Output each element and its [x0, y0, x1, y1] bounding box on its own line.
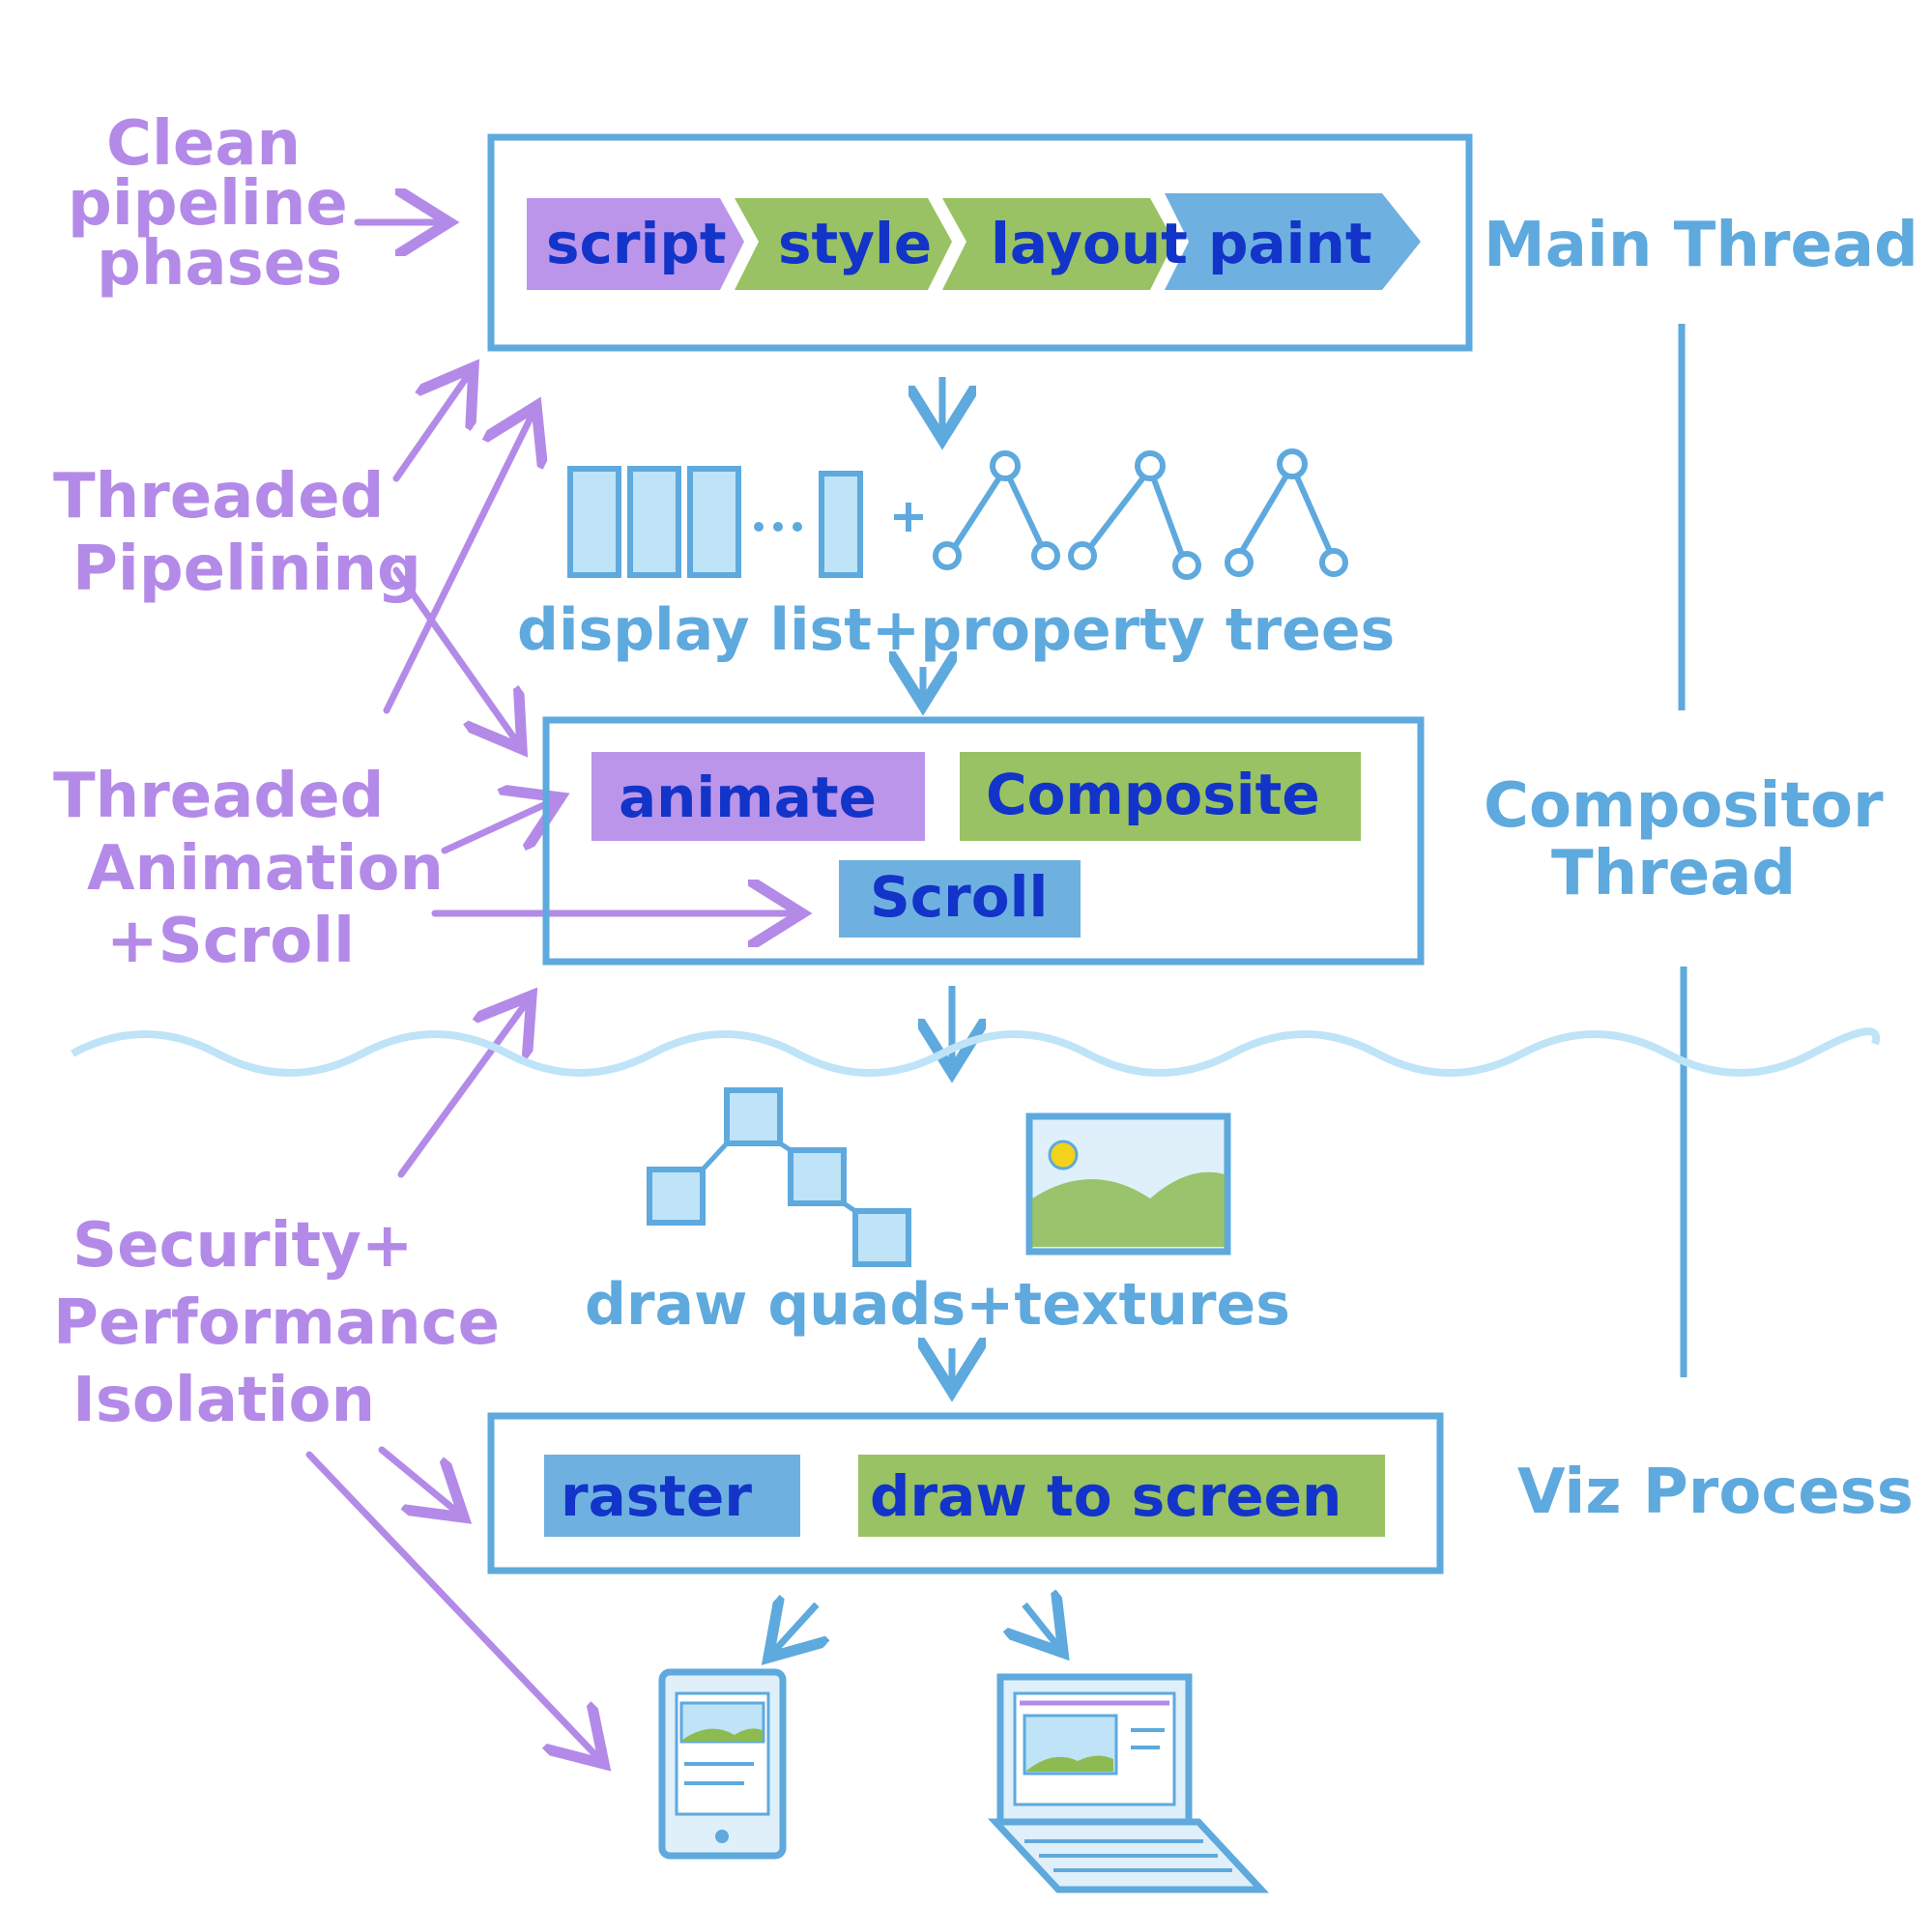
- stage-scroll-pill: [839, 860, 1081, 938]
- stage-script-label: script: [546, 211, 727, 276]
- stage-raster-pill: [544, 1455, 800, 1537]
- label-threaded-animation-line2: Animation: [87, 833, 444, 905]
- laptop-keys: [1024, 1839, 1232, 1872]
- label-threaded-animation-line1: Threaded: [53, 761, 384, 832]
- arrow-security-up: [397, 996, 532, 1178]
- quad-connectors: [701, 1141, 857, 1214]
- display-list-icon: [567, 466, 863, 578]
- stage-paint-chevron: [1165, 193, 1421, 290]
- flow-arrows-blue: [768, 377, 1063, 1658]
- label-security-line3: Isolation: [72, 1365, 375, 1436]
- texture-sun: [1048, 1140, 1079, 1170]
- quad-3: [788, 1147, 847, 1206]
- property-trees-icon: [933, 448, 1348, 580]
- quad-2: [724, 1087, 783, 1146]
- texture-image-icon: [1025, 1112, 1231, 1256]
- caption-draw-quads: draw quads+textures: [585, 1271, 1290, 1339]
- quad-4: [852, 1208, 911, 1267]
- process-boundary-wave: [71, 1027, 1881, 1077]
- stage-style-chevron: [735, 198, 952, 290]
- plus-icon: [894, 503, 923, 532]
- stage-style-label: style: [778, 211, 932, 276]
- display-list-item-2: [627, 466, 681, 578]
- property-tree-1: [933, 450, 1060, 570]
- label-security-line1: Security+: [72, 1210, 413, 1282]
- arrow-pipelining-down: [392, 566, 522, 749]
- label-threaded-pipelining: Threaded Pipelining: [53, 461, 421, 605]
- label-threaded-pipelining-line2: Pipelining: [72, 534, 421, 605]
- compositor-thread-box: [542, 716, 1425, 966]
- stage-composite-label: Composite: [986, 762, 1320, 827]
- label-threaded-animation-line3: +Scroll: [106, 906, 355, 977]
- stage-paint-label: paint: [1208, 211, 1372, 276]
- phone-icon: [658, 1668, 787, 1860]
- label-security-line2: Performance: [53, 1287, 500, 1359]
- quad-1: [647, 1167, 706, 1226]
- stage-animate-label: animate: [619, 765, 877, 830]
- main-thread-box: [487, 133, 1473, 352]
- stage-scroll-label: Scroll: [870, 864, 1048, 930]
- label-compositor-line1: Compositor: [1484, 770, 1884, 842]
- property-tree-2: [1068, 450, 1201, 580]
- arrow-security-to-viz: [378, 1446, 464, 1517]
- arrow-viz-to-phone: [768, 1604, 817, 1658]
- stage-composite-pill: [960, 752, 1361, 841]
- purple-arrows: [305, 222, 802, 1764]
- phone-home-button: [715, 1830, 729, 1843]
- label-compositor-line2: Thread: [1551, 838, 1796, 910]
- viz-process-box: [487, 1412, 1444, 1574]
- arrow-animation-to-animate: [441, 797, 561, 854]
- stage-layout-label: layout: [991, 211, 1188, 276]
- label-threaded-pipelining-line1: Threaded: [53, 461, 384, 533]
- label-clean-pipeline: Clean pipeline phases: [68, 108, 348, 300]
- ellipsis-dot-3: [793, 522, 802, 532]
- label-clean-line2: pipeline: [68, 168, 348, 240]
- display-list-item-n: [819, 471, 863, 578]
- arrow-viz-to-laptop: [1024, 1604, 1063, 1653]
- arrow-pipelining-up2: [383, 406, 536, 714]
- property-tree-3: [1225, 448, 1348, 577]
- stage-layout-chevron: [942, 198, 1174, 290]
- stage-animate-pill: [591, 752, 925, 841]
- label-clean-line3: phases: [97, 228, 342, 300]
- draw-quads-icon: [647, 1087, 911, 1267]
- ellipsis-dot-1: [754, 522, 764, 532]
- main-pipeline: script style layout paint: [527, 193, 1421, 290]
- display-list-item-3: [687, 466, 741, 578]
- laptop-icon: [987, 1673, 1270, 1893]
- ellipsis-dot-2: [773, 522, 783, 532]
- laptop-screen-hills: [1026, 1755, 1113, 1772]
- arrow-security-to-phone: [305, 1451, 604, 1764]
- arrow-pipelining-up1: [392, 367, 474, 482]
- caption-display-list: display list+property trees: [517, 596, 1395, 664]
- stage-script-chevron: [527, 198, 744, 290]
- stage-draw-pill: [858, 1455, 1385, 1537]
- stage-raster-label: raster: [561, 1463, 752, 1529]
- stage-draw-label: draw to screen: [870, 1463, 1341, 1529]
- phone-screen-hills: [682, 1728, 763, 1742]
- label-viz-process: Viz Process: [1517, 1457, 1914, 1528]
- label-main-thread: Main Thread: [1484, 210, 1918, 281]
- texture-hills: [1032, 1171, 1225, 1247]
- label-clean-line1: Clean: [106, 108, 301, 180]
- label-security-isolation: Security+ Performance Isolation: [53, 1210, 500, 1436]
- display-list-item-1: [567, 466, 621, 578]
- label-threaded-animation: Threaded Animation +Scroll: [53, 761, 444, 977]
